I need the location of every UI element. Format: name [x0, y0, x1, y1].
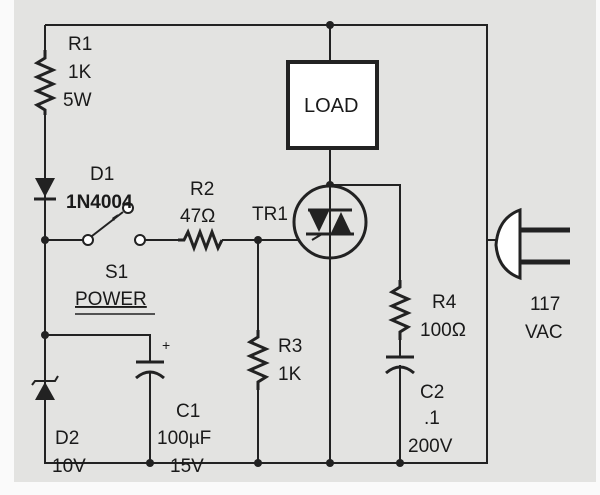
r2-value: 47Ω	[180, 206, 215, 227]
switch-s1	[82, 202, 146, 246]
c2-rating: 200V	[408, 436, 453, 457]
resistor-r2	[178, 227, 224, 253]
plug-icon	[487, 207, 570, 281]
s1-name: POWER	[75, 289, 147, 310]
s1-ref: S1	[105, 262, 128, 283]
triac-tr1	[292, 184, 368, 260]
r1-value: 1K	[68, 62, 92, 83]
tr1-ref: TR1	[252, 204, 288, 225]
resistor-r4	[388, 280, 412, 340]
capacitor-c2	[385, 340, 415, 375]
capacitor-c1: +	[135, 337, 170, 380]
r4-ref: R4	[432, 292, 457, 313]
c1-rating: 15V	[170, 456, 204, 477]
plug-voltage: 117	[530, 294, 560, 315]
d1-part: 1N4004	[66, 192, 133, 213]
d2-value: 10V	[52, 456, 86, 477]
r3-value: 1K	[278, 364, 302, 385]
r1-rating: 5W	[63, 90, 92, 111]
load-label: LOAD	[304, 95, 358, 117]
c1-ref: C1	[176, 401, 200, 422]
d1-ref: D1	[90, 164, 114, 185]
c2-ref: C2	[420, 382, 444, 403]
plug-unit: VAC	[525, 322, 563, 343]
c2-value: .1	[424, 408, 440, 429]
r1-ref: R1	[68, 34, 92, 55]
r3-ref: R3	[278, 336, 302, 357]
r4-value: 100Ω	[420, 320, 466, 341]
diode-d1	[34, 150, 56, 208]
c1-value: 100µF	[157, 428, 211, 449]
load-box	[286, 60, 379, 150]
r2-ref: R2	[190, 179, 214, 200]
svg-text:+: +	[162, 337, 170, 353]
d2-ref: D2	[55, 428, 79, 449]
resistor-r3	[246, 330, 270, 390]
resistor-r1	[33, 50, 57, 115]
zener-d2	[31, 368, 59, 410]
